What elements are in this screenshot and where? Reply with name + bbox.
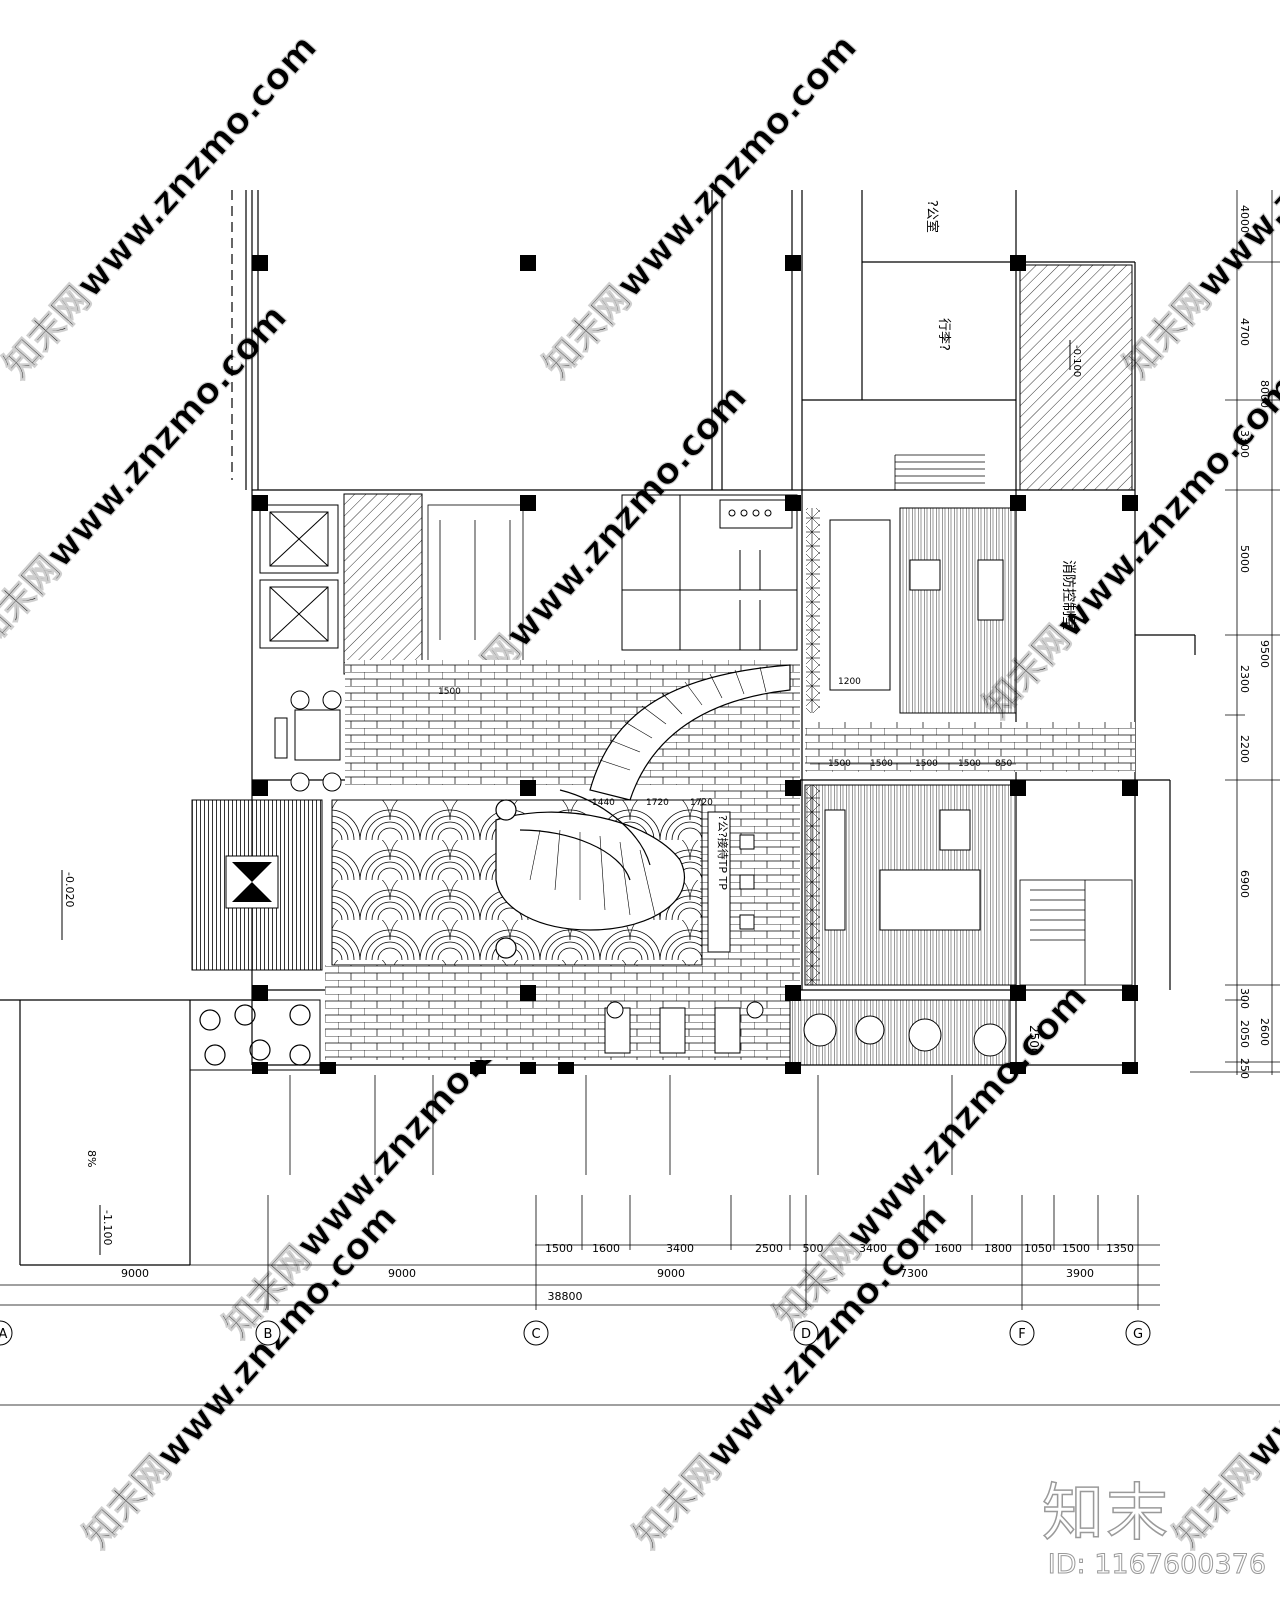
structural-columns: [252, 255, 1138, 1074]
corridor-dimension: 1500: [828, 759, 851, 769]
dimension-total: 38800: [548, 1290, 583, 1303]
interior-dimensions: 1500 1500 1500 1500 850 1440 1720 1720 1…: [438, 677, 1041, 1056]
dimension-label: 2200: [1238, 735, 1251, 763]
dimension-label: 1500: [1062, 1242, 1090, 1255]
watermark-text: 知末网www.znzmo.com: [536, 27, 865, 386]
dimension-label: 1600: [592, 1242, 620, 1255]
dimension-label: 2300: [1238, 665, 1251, 693]
corridor-brick-floor: [805, 722, 1135, 772]
planting-bed-right: [789, 999, 1011, 1066]
axis-label-b: B: [264, 1327, 273, 1342]
watermark-text: 知末网www.znzmo.com: [1166, 1197, 1280, 1556]
grid-axis-labels: A B C D F G: [0, 1327, 1143, 1342]
dimension-label: 9000: [657, 1267, 685, 1280]
dimension-label: 1600: [934, 1242, 962, 1255]
dimension-label: 3300: [1238, 430, 1251, 458]
toilet-block: [621, 494, 798, 651]
watermark-layer: 知末网www.znzmo.com 知末网www.znzmo.com 知末网www…: [0, 26, 1280, 1556]
corridor-dimension: 1500: [870, 759, 893, 769]
bottom-dimension-labels: 1500 1600 3400 2500 500 3400 1600 1800 1…: [121, 1242, 1134, 1303]
dimension-label: 9000: [388, 1267, 416, 1280]
dimension-label: 4700: [1238, 318, 1251, 346]
reception-desk: [707, 811, 755, 953]
axis-label-g: G: [1133, 1327, 1143, 1342]
level-marker-left: -0.020: [61, 870, 76, 940]
level-marker-right: -0.100: [1069, 340, 1082, 377]
corridor-dimension: 1500: [915, 759, 938, 769]
planting-bed-left: [189, 999, 321, 1071]
stair-upper-right: [894, 454, 985, 490]
corridor-dimension: 850: [995, 759, 1012, 769]
stairwell-east: [1019, 879, 1133, 986]
stairwell-north: [427, 504, 524, 686]
dimension-label-outer: 8000: [1258, 380, 1271, 408]
bottom-dimension-lines: [0, 1075, 1280, 1406]
axis-label-c: C: [531, 1327, 540, 1342]
level-marker-garden: -1.100 8%: [85, 1150, 114, 1255]
level-right-text: -0.100: [1071, 345, 1082, 377]
grid-axis-bubbles: [0, 1320, 1151, 1346]
spiral-staircase: [495, 664, 791, 959]
right-dimension-labels: 4000 4700 3300 5000 2300 2200 6900 300 2…: [1238, 205, 1271, 1079]
image-id-label: ID: 1167600376: [1047, 1549, 1266, 1581]
room-label-reception: ?公?接待TP TP: [716, 815, 730, 890]
dimension-label: 3400: [859, 1242, 887, 1255]
misc-dimension: 1500: [438, 687, 461, 697]
dimension-label: 300: [1238, 988, 1251, 1009]
dimension-label: 2500: [755, 1242, 783, 1255]
watermark-text: 知末网www.znzmo.com: [76, 1197, 405, 1556]
dimension-label-outer: 9500: [1258, 640, 1271, 668]
room-label-fire-control: 消防控制室: [1060, 560, 1077, 630]
hatched-fire-room: [1019, 264, 1133, 491]
dimension-label: 1050: [1024, 1242, 1052, 1255]
right-dimension-chain: [1190, 190, 1280, 1075]
meeting-table: [274, 690, 342, 792]
dimension-label: 500: [803, 1242, 824, 1255]
axis-label-a: A: [0, 1327, 8, 1342]
level-left-text: -0.020: [63, 872, 76, 907]
stair-dimension: 1440: [592, 798, 615, 808]
axis-label-d: D: [801, 1327, 811, 1342]
dimension-label: 1500: [545, 1242, 573, 1255]
stair-dimension: 1720: [646, 798, 669, 808]
hatched-shaft: [343, 493, 423, 675]
watermark-text: 知末网www.znzmo.com: [1116, 27, 1280, 386]
stair-dimension: 1720: [690, 798, 713, 808]
level-slope-text: 8%: [85, 1150, 98, 1167]
crossbox-wall: [806, 785, 820, 985]
dimension-label: 5000: [1238, 545, 1251, 573]
misc-dimension: 1200: [838, 677, 861, 687]
office-furniture: [824, 519, 1004, 931]
dimension-label: 2050: [1238, 1020, 1251, 1048]
room-label-office: ?公室: [924, 200, 940, 233]
lobby-brick-floor-bottom: [325, 965, 790, 1060]
dimension-label: 250: [1238, 1058, 1251, 1079]
dimension-label: 1350: [1106, 1242, 1134, 1255]
room-label-luggage: 行李?: [936, 318, 951, 351]
crossbox-wall: [806, 508, 820, 713]
dimension-label-outer: 2600: [1258, 1018, 1271, 1046]
misc-dimension: 2500: [1027, 1025, 1041, 1056]
dimension-label: 7300: [900, 1267, 928, 1280]
elevator-shafts: [259, 504, 339, 649]
dimension-label: 3900: [1066, 1267, 1094, 1280]
corridor-dimension: 1500: [958, 759, 981, 769]
dimension-label: 1800: [984, 1242, 1012, 1255]
axis-label-f: F: [1018, 1327, 1025, 1342]
dimension-label: 9000: [121, 1267, 149, 1280]
dimension-label: 6900: [1238, 870, 1251, 898]
lounge-seating: [604, 1001, 764, 1054]
level-garden-text: -1.100: [101, 1210, 114, 1245]
dimension-label: 3400: [666, 1242, 694, 1255]
deck-ornament: [225, 855, 279, 909]
watermark-brand: 知末: [1041, 1475, 1170, 1550]
dimension-label: 4000: [1238, 205, 1251, 233]
